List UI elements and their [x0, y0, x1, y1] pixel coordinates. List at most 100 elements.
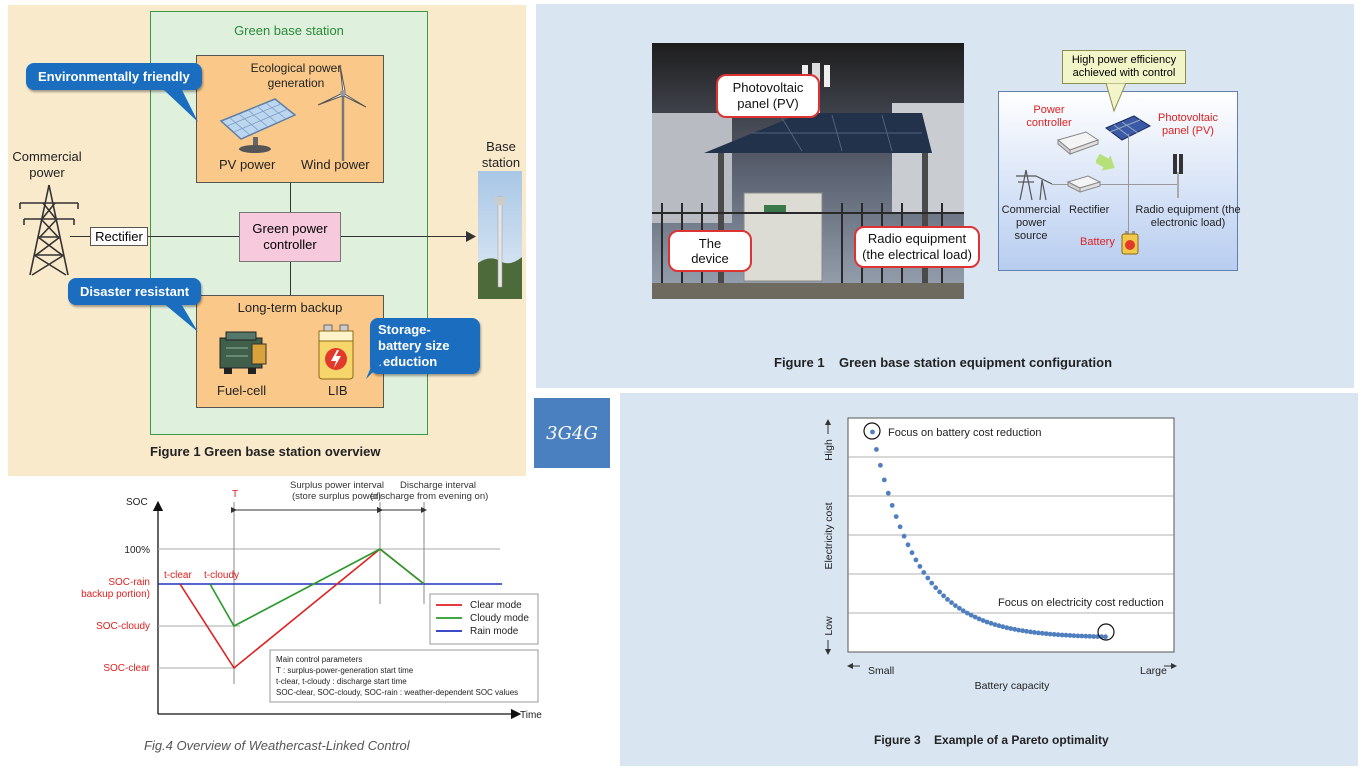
pareto-point	[1083, 633, 1089, 639]
callout-storage-tail	[366, 355, 390, 379]
photo-radio-label: Radio equipment (the electrical load)	[854, 226, 980, 268]
green-power-controller-box: Green power controller	[239, 212, 341, 262]
callout-env-text: Environmentally friendly	[38, 69, 190, 84]
pv-panel-icon	[219, 98, 297, 153]
logo-badge: 3G4G	[534, 398, 610, 468]
diagram-rectifier-icon	[1066, 175, 1102, 193]
level-rain-label: SOC-rain	[108, 577, 150, 588]
tower-to-rectifier-line	[70, 236, 90, 237]
photo-radio-text: Radio equipment (the electrical load)	[862, 231, 972, 262]
pareto-point	[1024, 628, 1029, 634]
lib-battery-icon	[318, 324, 354, 380]
pv-label: PV power	[219, 157, 276, 172]
level-100-label: 100%	[124, 545, 150, 556]
diagram-pv-label: Photovoltaic panel (PV)	[1158, 112, 1218, 137]
photo-device-label: The device	[668, 230, 752, 272]
commercial-power-label: Commercial power	[12, 149, 82, 180]
wind-turbine-icon	[317, 64, 367, 161]
flow-arrow-icon	[1096, 154, 1115, 171]
pareto-point	[972, 614, 978, 620]
discharge-interval-sub: (discharge from evening on)	[370, 491, 488, 502]
pareto-point	[1039, 630, 1045, 636]
pareto-point	[964, 610, 970, 616]
pareto-point	[953, 603, 958, 608]
pareto-point	[1059, 632, 1065, 638]
soc-y-label: SOC	[126, 497, 148, 508]
pareto-point	[941, 593, 946, 599]
pareto-point	[925, 575, 931, 581]
pareto-point	[1075, 633, 1081, 639]
pareto-point	[1008, 626, 1014, 631]
soc-chart: SOC Time 100% SOC-rain backup portion) S…	[81, 480, 542, 721]
pareto-y-low: Low	[823, 616, 835, 636]
soc-caption: Fig.4 Overview of Weathercast-Linked Con…	[144, 738, 410, 753]
callout-env-tail	[164, 90, 198, 122]
pareto-point	[1036, 630, 1041, 636]
logo-text: 3G4G	[546, 422, 598, 444]
pareto-annotation-top: Focus on battery cost reduction	[888, 427, 1041, 439]
diagram-radio-icon	[1173, 154, 1183, 198]
pareto-point	[976, 616, 982, 622]
t-label: T	[232, 489, 238, 500]
efficiency-callout-tail	[1105, 83, 1127, 113]
pareto-point	[1067, 633, 1073, 638]
callout-disaster-tail	[162, 302, 198, 332]
efficiency-callout: High power efficiency achieved with cont…	[1062, 50, 1186, 84]
pareto-point	[1047, 631, 1053, 637]
params-line: SOC-clear, SOC-cloudy, SOC-rain : weathe…	[276, 688, 518, 697]
pareto-x-low: Small	[868, 665, 894, 677]
pareto-top-circle	[863, 422, 881, 440]
pareto-point	[933, 585, 939, 591]
pareto-point	[988, 620, 994, 626]
t-cloudy-label: t-cloudy	[204, 570, 239, 581]
callout-storage-reduction: Storage-battery size reduction	[370, 318, 480, 374]
overview-caption: Figure 1 Green base station overview	[150, 444, 381, 459]
pareto-point	[937, 589, 942, 595]
pareto-point	[960, 608, 966, 614]
pareto-point	[1091, 634, 1097, 639]
pareto-caption: Figure 3 Example of a Pareto optimality	[874, 733, 1109, 747]
diagram-pv-icon	[1105, 115, 1152, 141]
pareto-point	[909, 550, 915, 556]
pareto-gridlines	[848, 456, 1174, 614]
pareto-y-high: High	[823, 439, 835, 461]
power-controller-icon	[1056, 131, 1100, 156]
wind-label: Wind power	[301, 157, 370, 172]
power-tower-icon	[19, 184, 79, 276]
base-station-label: Base station	[481, 139, 521, 170]
surplus-interval-label: Surplus power interval	[290, 480, 384, 491]
pareto-point	[870, 429, 875, 435]
pareto-point	[878, 462, 883, 468]
pareto-point	[980, 618, 986, 623]
diagram-radio-label: Radio equipment (the electronic load)	[1135, 204, 1241, 229]
callout-disaster-text: Disaster resistant	[80, 284, 190, 299]
equipment-caption: Figure 1 Green base station equipment co…	[774, 355, 1113, 370]
soc-x-label: Time	[520, 710, 542, 721]
efficiency-text: High power efficiency achieved with cont…	[1071, 54, 1177, 79]
pareto-point	[893, 514, 899, 519]
t-clear-label: t-clear	[164, 570, 192, 581]
equipment-diagram-box	[998, 91, 1238, 271]
callout-disaster-resistant: Disaster resistant	[68, 278, 202, 305]
backup-title: Long-term backup	[237, 300, 343, 315]
pareto-point	[885, 490, 891, 496]
pareto-point	[929, 580, 935, 586]
pareto-point	[1063, 632, 1069, 638]
pareto-x-label: Battery capacity	[975, 680, 1050, 692]
diagram-vertical-line	[1128, 134, 1129, 236]
photo-pv-label: Photovoltaic panel (PV)	[716, 74, 820, 118]
diagram-battery-label: Battery	[1080, 236, 1115, 248]
controller-to-backup-line	[290, 261, 291, 295]
eco-to-controller-line	[290, 183, 291, 213]
pareto-point	[1000, 624, 1006, 630]
overview-panel: Green base station Ecological power gene…	[8, 5, 526, 476]
pareto-point	[874, 447, 879, 452]
pareto-point	[901, 533, 907, 539]
discharge-interval-label: Discharge interval	[400, 480, 476, 491]
diagram-tower-icon	[1016, 169, 1053, 201]
fuel-cell-icon	[219, 331, 267, 374]
pareto-bottom-circle	[1097, 623, 1115, 641]
pareto-point	[1079, 633, 1085, 639]
rectifier-to-controller-line	[148, 236, 239, 237]
rectifier-box: Rectifier	[90, 227, 148, 246]
